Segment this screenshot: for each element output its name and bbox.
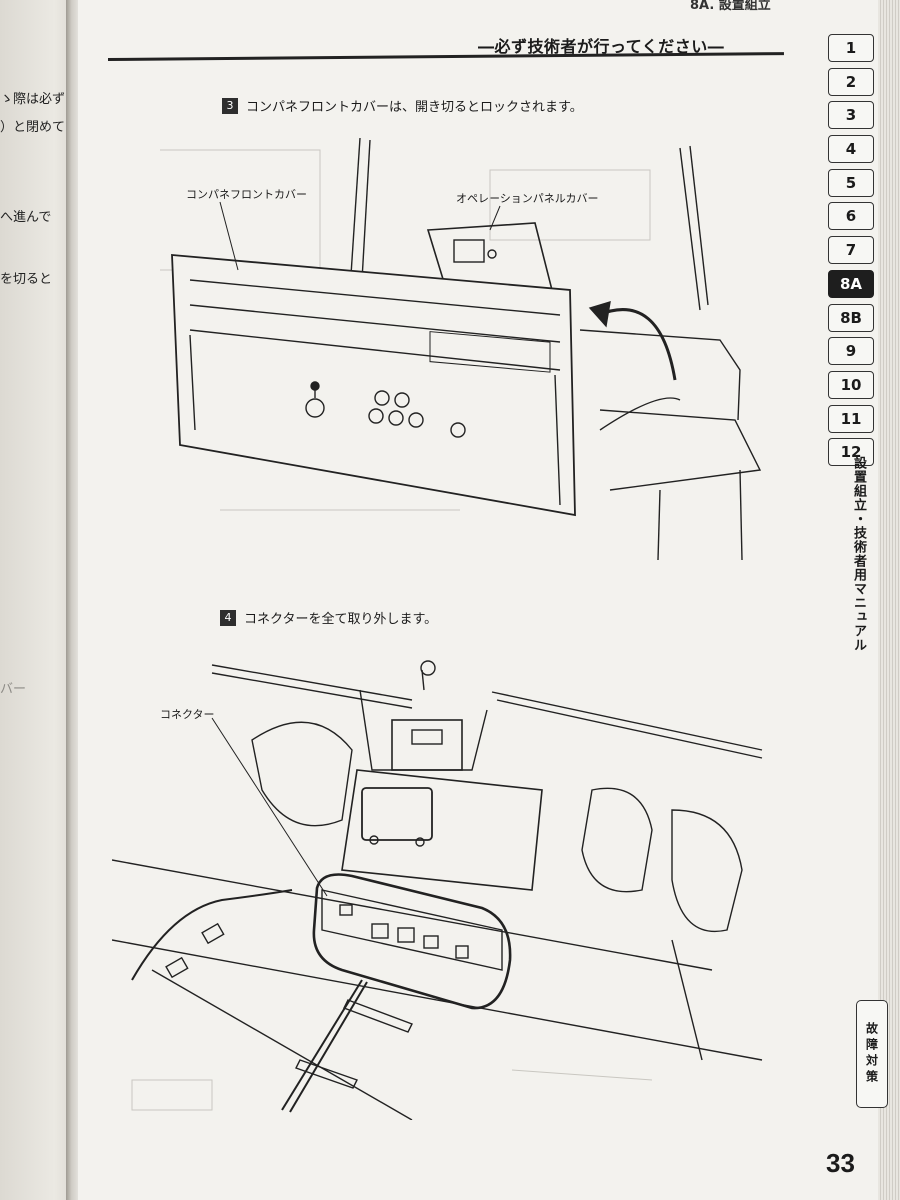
- chapter-tab[interactable]: 5: [828, 168, 874, 197]
- chapter-tab-active[interactable]: 8A: [828, 269, 874, 298]
- step-3: 3 コンパネフロントカバーは、開き切るとロックされます。: [222, 96, 583, 115]
- chapter-tab[interactable]: 7: [828, 236, 874, 265]
- left-page-fragment: へ進んで: [0, 210, 52, 225]
- chapter-tab[interactable]: 6: [828, 202, 874, 231]
- connector-figure: [112, 640, 772, 1120]
- page-stack-edge: [878, 0, 900, 1200]
- step-instruction: コンパネフロントカバーは、開き切るとロックされます。: [246, 100, 583, 115]
- left-page-fragment: を切ると: [0, 272, 53, 287]
- chapter-tab[interactable]: 2: [828, 67, 874, 96]
- chapter-tab[interactable]: 9: [828, 337, 874, 366]
- left-page-fragment: ）と閉めて: [0, 120, 66, 135]
- chapter-tab[interactable]: 11: [828, 404, 874, 433]
- chapter-tab[interactable]: 3: [828, 101, 874, 130]
- troubleshooting-tab[interactable]: 故障対策: [856, 1000, 888, 1108]
- step-number-badge: 3: [222, 97, 238, 114]
- left-page-fragment: ゝ際は必ず: [0, 92, 66, 107]
- step-instruction: コネクターを全て取り外します。: [244, 612, 438, 627]
- technician-warning: ―必ず技術者が行ってください―: [478, 37, 725, 56]
- section-title: 8A. 設置組立: [690, 0, 771, 13]
- step-number-badge: 4: [220, 609, 236, 626]
- manual-page: [78, 0, 878, 1200]
- chapter-tab[interactable]: 10: [828, 370, 874, 399]
- chapter-tab[interactable]: 8B: [828, 303, 874, 332]
- left-page-edge: ゝ際は必ず ）と閉めて へ進んで を切ると バー: [0, 0, 78, 1200]
- chapter-tab[interactable]: 12: [828, 438, 874, 467]
- chapter-tab-list: 1 2 3 4 5 6 7 8A 8B 9 10 11 12: [828, 34, 884, 472]
- manual-vertical-title: 設置組立・技術者用マニュアル: [851, 456, 866, 652]
- page-number: 33: [826, 1148, 855, 1178]
- chapter-tab[interactable]: 4: [828, 135, 874, 164]
- left-page-fragment: バー: [0, 682, 27, 697]
- callout-operation-panel-cover: オペレーションパネルカバー: [456, 192, 599, 205]
- chapter-tab[interactable]: 1: [828, 34, 874, 62]
- book-spine: [66, 0, 80, 1200]
- control-panel-figure: [160, 130, 780, 560]
- step-4: 4 コネクターを全て取り外します。: [220, 608, 437, 627]
- callout-front-cover: コンパネフロントカバー: [186, 188, 307, 201]
- callout-connector: コネクター: [160, 708, 215, 721]
